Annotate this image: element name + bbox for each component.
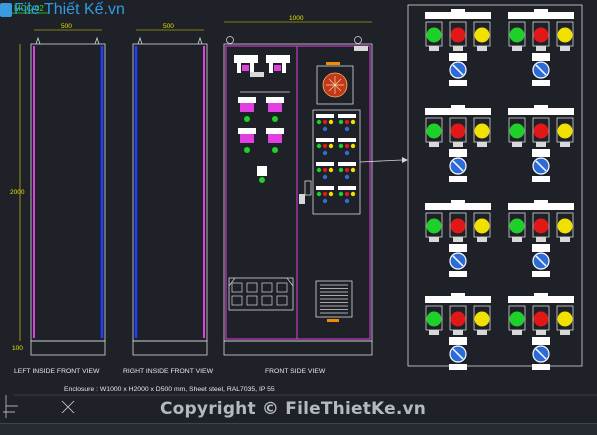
caption-right-view: RIGHT INSIDE FRONT VIEW (123, 368, 214, 375)
logo-icon (0, 3, 12, 17)
door-lamp-module (316, 114, 356, 204)
caption-left-view: LEFT INSIDE FRONT VIEW (14, 368, 100, 375)
front-view: 1000 FRONT SIDE VIEW (223, 15, 373, 375)
right-inside-view: 500 RIGHT INSIDE FRONT VIEW (123, 23, 214, 375)
caption-front-view: FRONT SIDE VIEW (265, 368, 326, 375)
dim-base: 100 (12, 345, 23, 352)
left-inside-view: 500 2000 100 LEFT INSIDE FRONT VIEW (10, 23, 106, 375)
dim-front-width: 1000 (289, 15, 304, 22)
watermark-copyright: Copyright © FileThietKe.vn (160, 399, 427, 419)
ruler-bar (0, 423, 597, 435)
enclosure-note: Enclosure : W1000 x H2000 x D500 mm, She… (64, 386, 275, 393)
fan-filter (320, 284, 348, 314)
panel-tag: MCC-02 (14, 4, 44, 13)
watermark-logo-text: File Thiết Kế.vn (14, 1, 125, 18)
meter-panel (228, 277, 294, 306)
dim-height: 2000 (10, 189, 25, 196)
circuit-breakers (234, 55, 290, 183)
watermark-logo: File Thiết Kế.vn (0, 0, 125, 22)
dim-right-width: 500 (163, 23, 174, 30)
pilot-lamp-detail (425, 9, 574, 370)
dim-left-width: 500 (61, 23, 72, 30)
ucs-icon (3, 394, 597, 418)
